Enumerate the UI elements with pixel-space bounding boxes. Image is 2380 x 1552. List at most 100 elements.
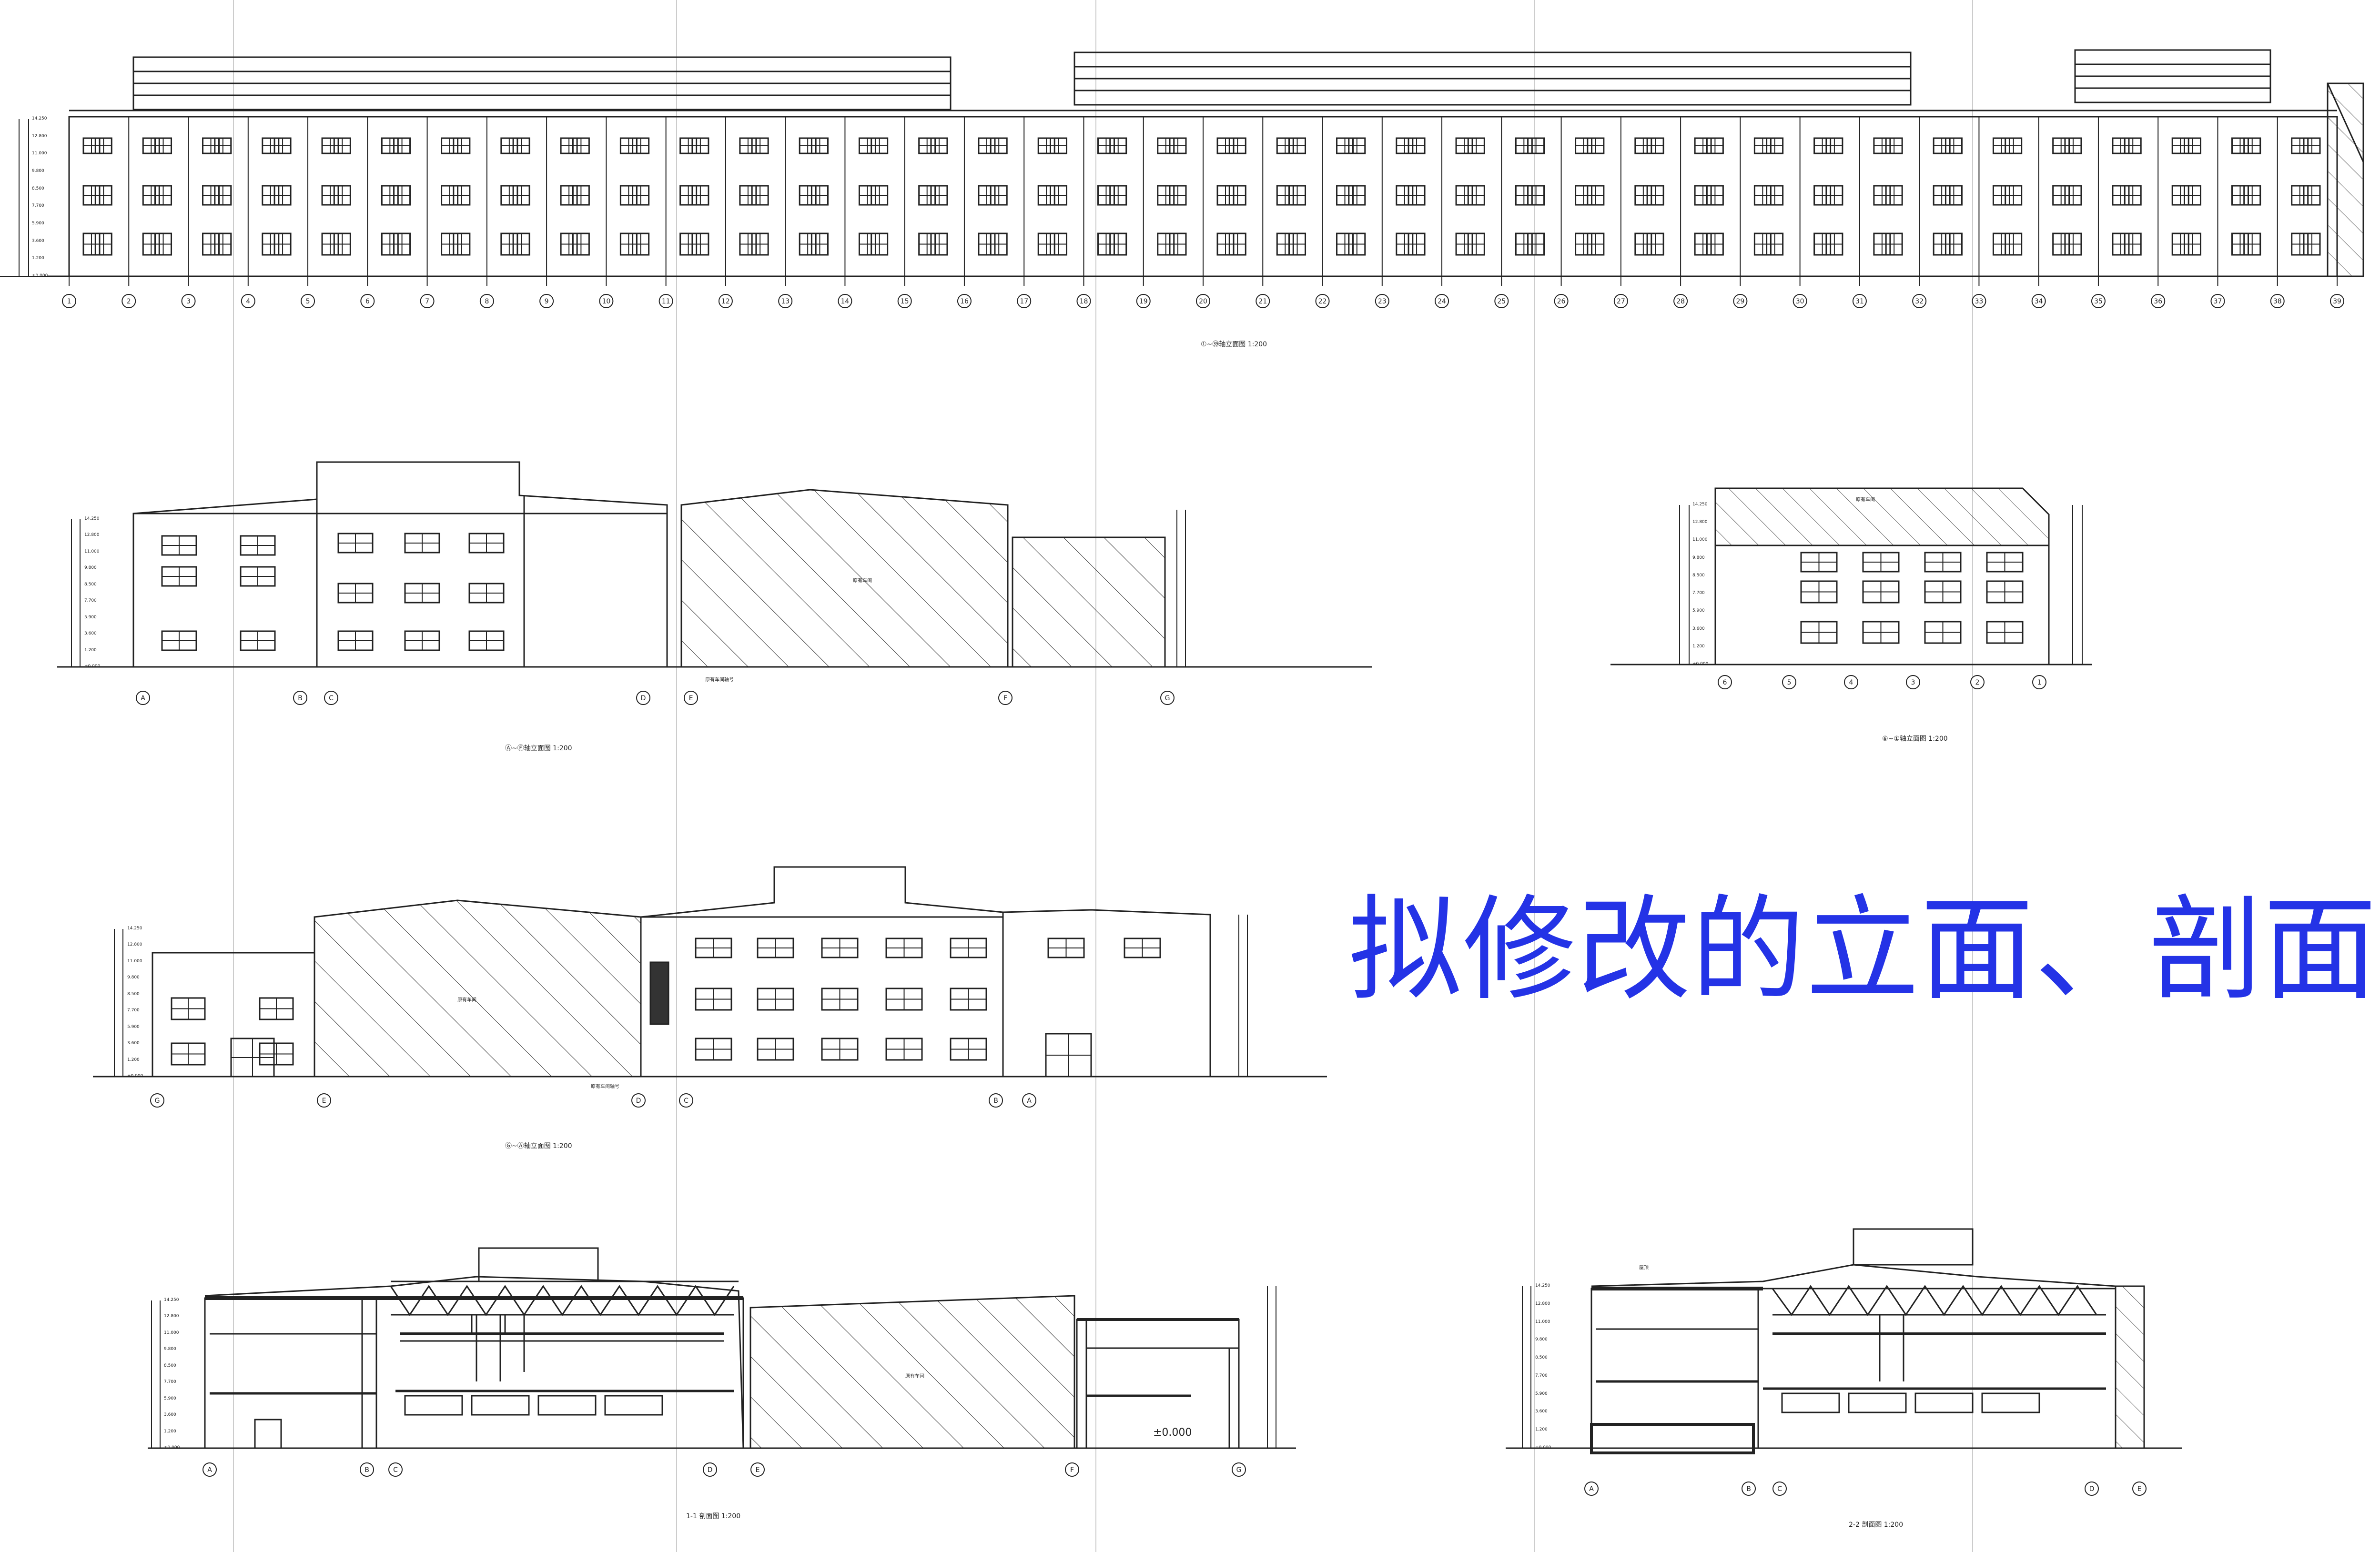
level-label: 8.500 [32, 186, 44, 191]
axis-bubble-C: C [388, 1462, 403, 1477]
axis-bubble-28: 28 [1673, 294, 1688, 308]
level-label: 12.800 [84, 533, 100, 538]
axis-bubble-15: 15 [897, 294, 912, 308]
elevation-2-hatch-label: 原有车间 [853, 578, 872, 584]
axis-bubble-5: 5 [301, 294, 315, 308]
level-label: 9.800 [1692, 555, 1705, 560]
section-1-1 [148, 1247, 1296, 1449]
svg-text:A: A [207, 1466, 212, 1474]
svg-text:A: A [141, 695, 145, 702]
axis-bubble-5: 5 [1782, 675, 1796, 689]
level-label: ±0.000 [164, 1445, 180, 1450]
level-ruler-3 [1679, 505, 2083, 665]
svg-text:28: 28 [1676, 298, 1685, 305]
axis-bubble-35: 35 [2091, 294, 2106, 308]
svg-text:C: C [684, 1097, 689, 1105]
level-label: 7.700 [164, 1380, 176, 1385]
level-label: 9.800 [164, 1347, 176, 1352]
elevation-1-caption: ①~㊴轴立面图 1:200 [1201, 341, 1267, 348]
svg-text:E: E [322, 1097, 326, 1105]
revision-note: 拟修改的立面、剖面图 [1348, 884, 2380, 1016]
axis-bubble-B: B [293, 691, 307, 705]
svg-text:18: 18 [1080, 298, 1088, 305]
axis-bubble-F: F [1065, 1462, 1079, 1477]
level-label: 11.000 [164, 1330, 179, 1335]
svg-text:A: A [1589, 1485, 1594, 1493]
axis-bubble-E: E [317, 1093, 331, 1108]
axis-bubble-11: 11 [658, 294, 673, 308]
svg-text:B: B [1746, 1485, 1751, 1493]
axis-bubble-2: 2 [122, 294, 136, 308]
axis-bubble-A: A [1584, 1481, 1599, 1496]
axis-bubble-A: A [203, 1462, 217, 1477]
level-label: 3.600 [84, 631, 97, 636]
elevation-2-windows [161, 533, 505, 651]
svg-text:31: 31 [1855, 298, 1864, 305]
axis-bubble-4: 4 [1844, 675, 1858, 689]
svg-text:11: 11 [662, 298, 670, 305]
axis-bubble-E: E [750, 1462, 765, 1477]
level-label: 5.900 [164, 1396, 176, 1401]
axis-bubble-2: 2 [1970, 675, 1985, 689]
elevation-6-1 [1610, 487, 2092, 665]
fold-lines [233, 0, 1973, 1552]
svg-text:B: B [365, 1466, 369, 1474]
level-label: 3.600 [164, 1412, 176, 1418]
svg-text:E: E [2137, 1485, 2142, 1493]
svg-text:2: 2 [1975, 679, 1980, 686]
level-label: 9.800 [1535, 1337, 1548, 1342]
axis-bubble-18: 18 [1076, 294, 1091, 308]
level-label: 5.900 [84, 615, 97, 620]
level-label: 12.800 [1692, 520, 1708, 525]
level-ruler-2 [71, 510, 1186, 667]
section-2-caption: 2-2 剖面图 1:200 [1849, 1521, 1904, 1529]
axis-bubble-6: 6 [1718, 675, 1732, 689]
axis-bubble-F: F [998, 691, 1013, 705]
level-label: 1.200 [84, 647, 97, 653]
level-label: ±0.000 [84, 664, 101, 669]
level-label: 7.700 [127, 1008, 140, 1013]
axis-bubble-29: 29 [1733, 294, 1748, 308]
axis-bubble-A: A [136, 691, 150, 705]
axis-bubble-14: 14 [838, 294, 852, 308]
level-label: 11.000 [1535, 1319, 1550, 1324]
axis-bubble-1: 1 [2032, 675, 2046, 689]
axis-bubble-G: G [1160, 691, 1175, 705]
section-1-zero-level: ±0.000 [1153, 1427, 1192, 1439]
level-label: 12.800 [164, 1314, 179, 1319]
svg-text:32: 32 [1915, 298, 1924, 305]
axis-bubble-B: B [989, 1093, 1003, 1108]
svg-text:30: 30 [1796, 298, 1804, 305]
svg-text:D: D [636, 1097, 641, 1105]
axis-bubble-3: 3 [1906, 675, 1920, 689]
level-label: 3.600 [1692, 626, 1705, 631]
level-label: 1.200 [1535, 1427, 1548, 1432]
level-label: 12.800 [32, 133, 47, 139]
level-label: 12.800 [127, 942, 142, 947]
svg-text:10: 10 [602, 298, 610, 305]
elevation-1-bays [69, 117, 2338, 286]
axis-bubble-E: E [2132, 1481, 2147, 1496]
level-label: 7.700 [32, 203, 44, 209]
axis-bubble-31: 31 [1852, 294, 1867, 308]
axis-bubble-38: 38 [2270, 294, 2285, 308]
elevation-3-caption: ⑥~①轴立面图 1:200 [1882, 735, 1948, 743]
svg-text:29: 29 [1736, 298, 1744, 305]
level-label: 7.700 [1692, 591, 1705, 596]
axis-bubble-13: 13 [778, 294, 793, 308]
svg-text:7: 7 [425, 298, 429, 305]
svg-text:17: 17 [1020, 298, 1028, 305]
level-label: ±0.000 [127, 1074, 143, 1078]
level-label: 7.700 [1535, 1373, 1548, 1378]
axis-bubble-G: G [1232, 1462, 1246, 1477]
axis-bubble-33: 33 [1972, 294, 1986, 308]
svg-text:2: 2 [127, 298, 131, 305]
svg-text:21: 21 [1258, 298, 1267, 305]
level-label: 3.600 [32, 238, 44, 243]
svg-text:4: 4 [246, 298, 250, 305]
level-label: 1.200 [164, 1429, 176, 1434]
svg-text:1: 1 [2037, 679, 2042, 686]
